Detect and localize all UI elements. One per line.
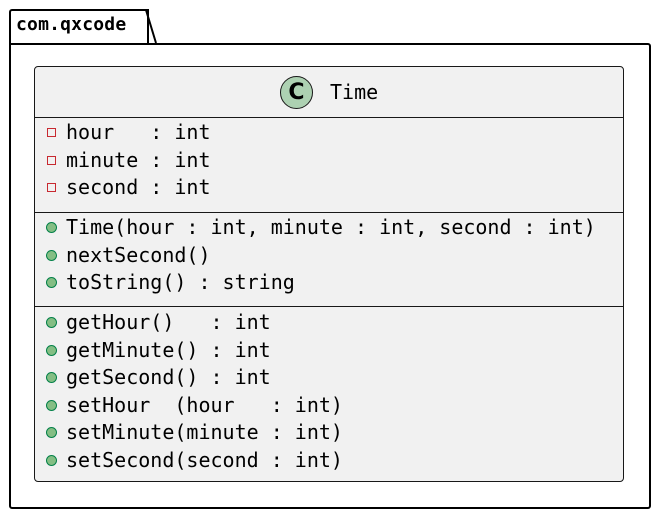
public-visibility-icon <box>46 372 57 383</box>
class-box[interactable]: C Time hour : int minute : int second : in… <box>34 66 624 482</box>
class-name: Time <box>330 80 379 104</box>
accessors-divider <box>35 306 623 307</box>
private-visibility-icon <box>47 155 56 165</box>
public-visibility-icon <box>46 344 57 356</box>
accessor-member: setHour (hour : int) <box>66 392 343 417</box>
public-visibility-icon <box>46 249 57 261</box>
attributes-divider <box>35 117 623 118</box>
attribute-member: hour : int <box>66 120 211 144</box>
public-visibility-icon <box>46 222 57 233</box>
class-stereotype-icon: C <box>280 76 313 109</box>
public-visibility-icon <box>46 427 57 438</box>
package-tab-corner <box>144 9 157 44</box>
private-visibility-icon <box>47 183 56 192</box>
method-member: nextSecond() <box>66 242 211 267</box>
public-visibility-icon <box>46 454 57 466</box>
accessor-member: setMinute(minute : int) <box>66 420 343 444</box>
public-visibility-icon <box>46 399 57 411</box>
public-visibility-icon <box>46 317 57 328</box>
attribute-member: second : int <box>66 175 211 199</box>
accessor-member: getHour() : int <box>66 310 271 334</box>
attribute-member: minute : int <box>66 147 211 172</box>
accessor-member: getSecond() : int <box>66 365 271 389</box>
public-visibility-icon <box>46 277 57 288</box>
method-member: toString() : string <box>66 270 295 294</box>
private-visibility-icon <box>47 128 56 137</box>
methods-divider <box>35 212 623 213</box>
accessor-member: getMinute() : int <box>66 337 271 362</box>
method-member: Time(hour : int, minute : int, second : … <box>66 215 596 239</box>
package-name: com.qxcode <box>16 14 127 35</box>
accessor-member: setSecond(second : int) <box>66 447 343 472</box>
class-header: C Time <box>35 67 623 117</box>
package-tab <box>9 9 149 45</box>
